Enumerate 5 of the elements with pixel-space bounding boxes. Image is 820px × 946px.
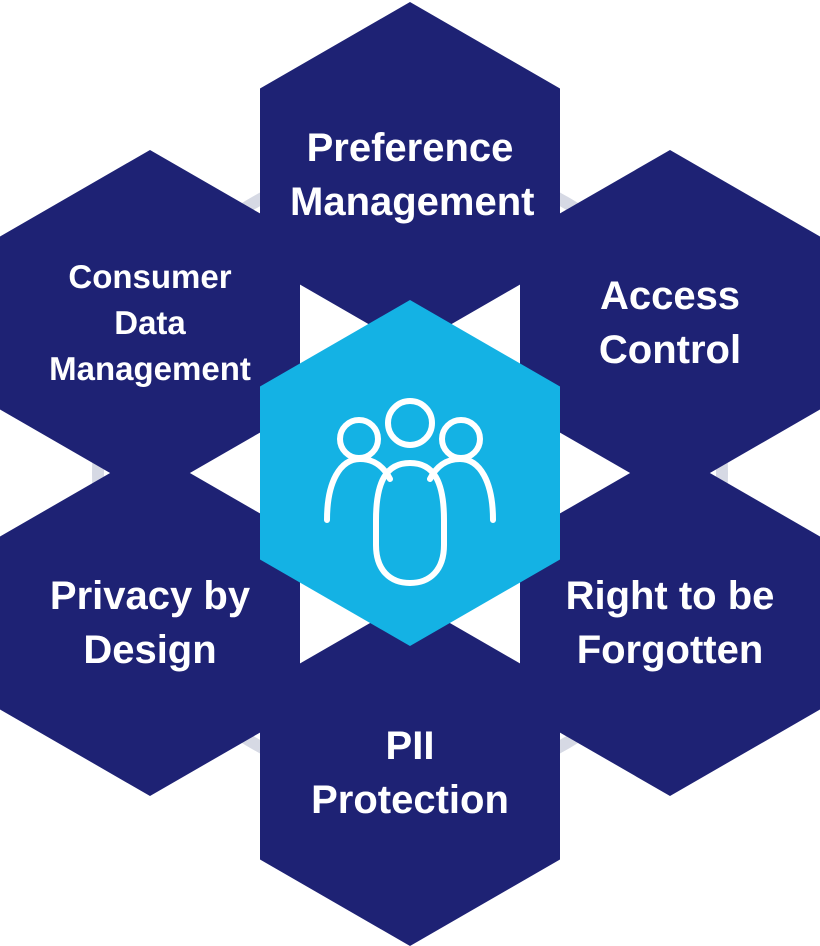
hexagon-label: PII Protection xyxy=(310,723,510,824)
hexagon-label: Privacy by Design xyxy=(48,573,252,674)
hexagon-label: Right to be Forgotten xyxy=(564,573,776,674)
hexagon-label: Access Control xyxy=(598,273,742,374)
hexagon-label: Consumer Data Management xyxy=(48,257,252,389)
